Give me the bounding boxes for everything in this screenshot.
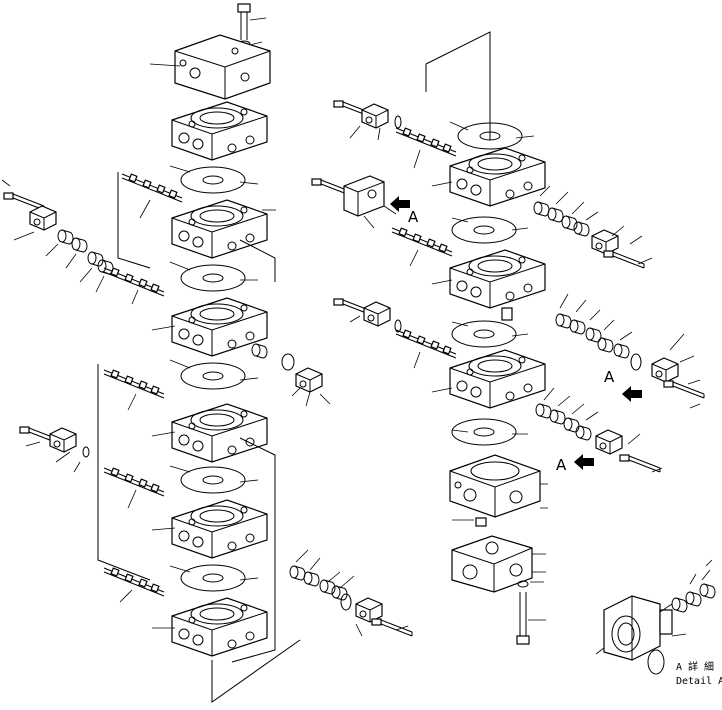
view-arrow-icon (622, 386, 642, 402)
view-label-a1: A (408, 208, 419, 226)
view-arrow-3: A (556, 454, 594, 474)
view-arrow-1: A (390, 196, 419, 226)
right-side-parts (533, 185, 705, 473)
view-label-a3: A (556, 456, 567, 474)
right-valve-stack (311, 31, 705, 645)
detail-a-view: A 詳 細 Detail A (595, 559, 722, 687)
view-arrow-2: A (604, 368, 642, 402)
view-arrow-icon (574, 454, 594, 470)
detail-caption-english: Detail A (676, 676, 722, 687)
view-arrow-icon (390, 196, 410, 212)
detail-caption-japanese: A 詳 細 (676, 660, 714, 673)
left-valve-stack (1, 3, 413, 703)
view-label-a2: A (604, 368, 615, 386)
